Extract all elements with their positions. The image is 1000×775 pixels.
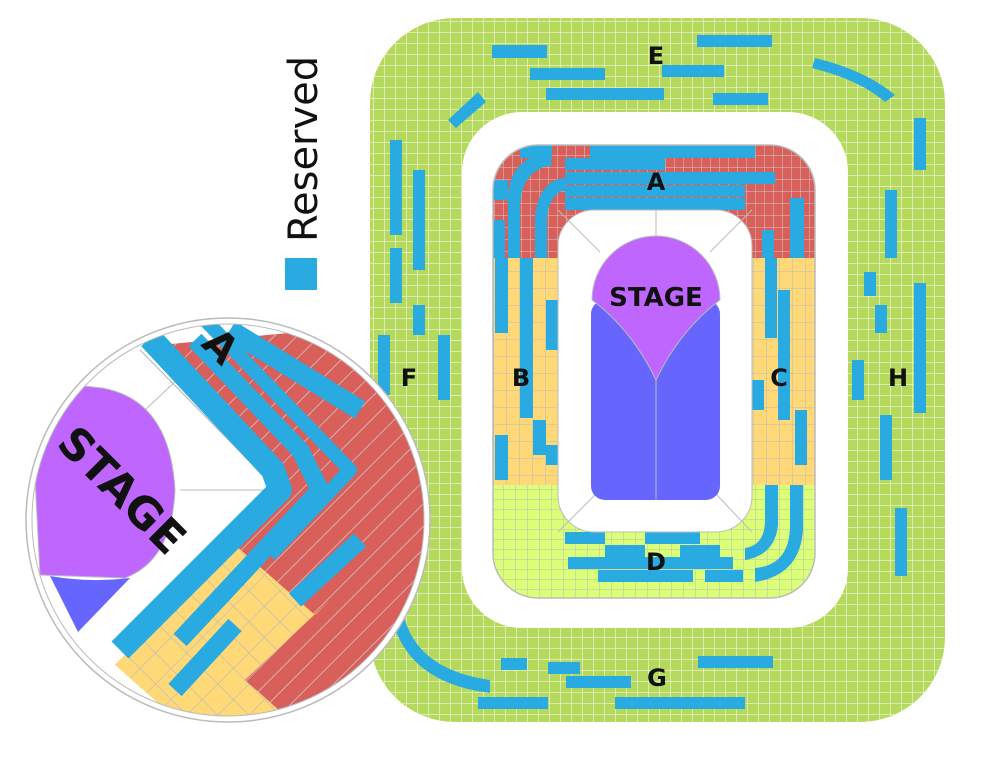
reserved-blocks-outer [378, 35, 926, 709]
floor-area: STAGE [557, 209, 753, 533]
section-e-label: E [648, 42, 664, 70]
section-a-label: A [647, 168, 666, 196]
reserved-swatch-icon [285, 258, 317, 290]
stage-label: STAGE [609, 283, 703, 313]
stage[interactable] [591, 235, 721, 382]
section-c-label: C [770, 364, 788, 392]
section-b-label: B [512, 364, 530, 392]
reserved-blocks-inner [493, 145, 807, 582]
legend-label: Reserved [281, 56, 327, 242]
section-h-label: H [888, 364, 908, 392]
section-g-label: G [647, 664, 667, 692]
legend: Reserved [281, 56, 327, 290]
magnifier-lens: STAGE A [25, 317, 431, 723]
section-d-label: D [646, 548, 666, 576]
section-f-label: F [401, 364, 417, 392]
zoom-reserved-blocks [111, 324, 367, 697]
